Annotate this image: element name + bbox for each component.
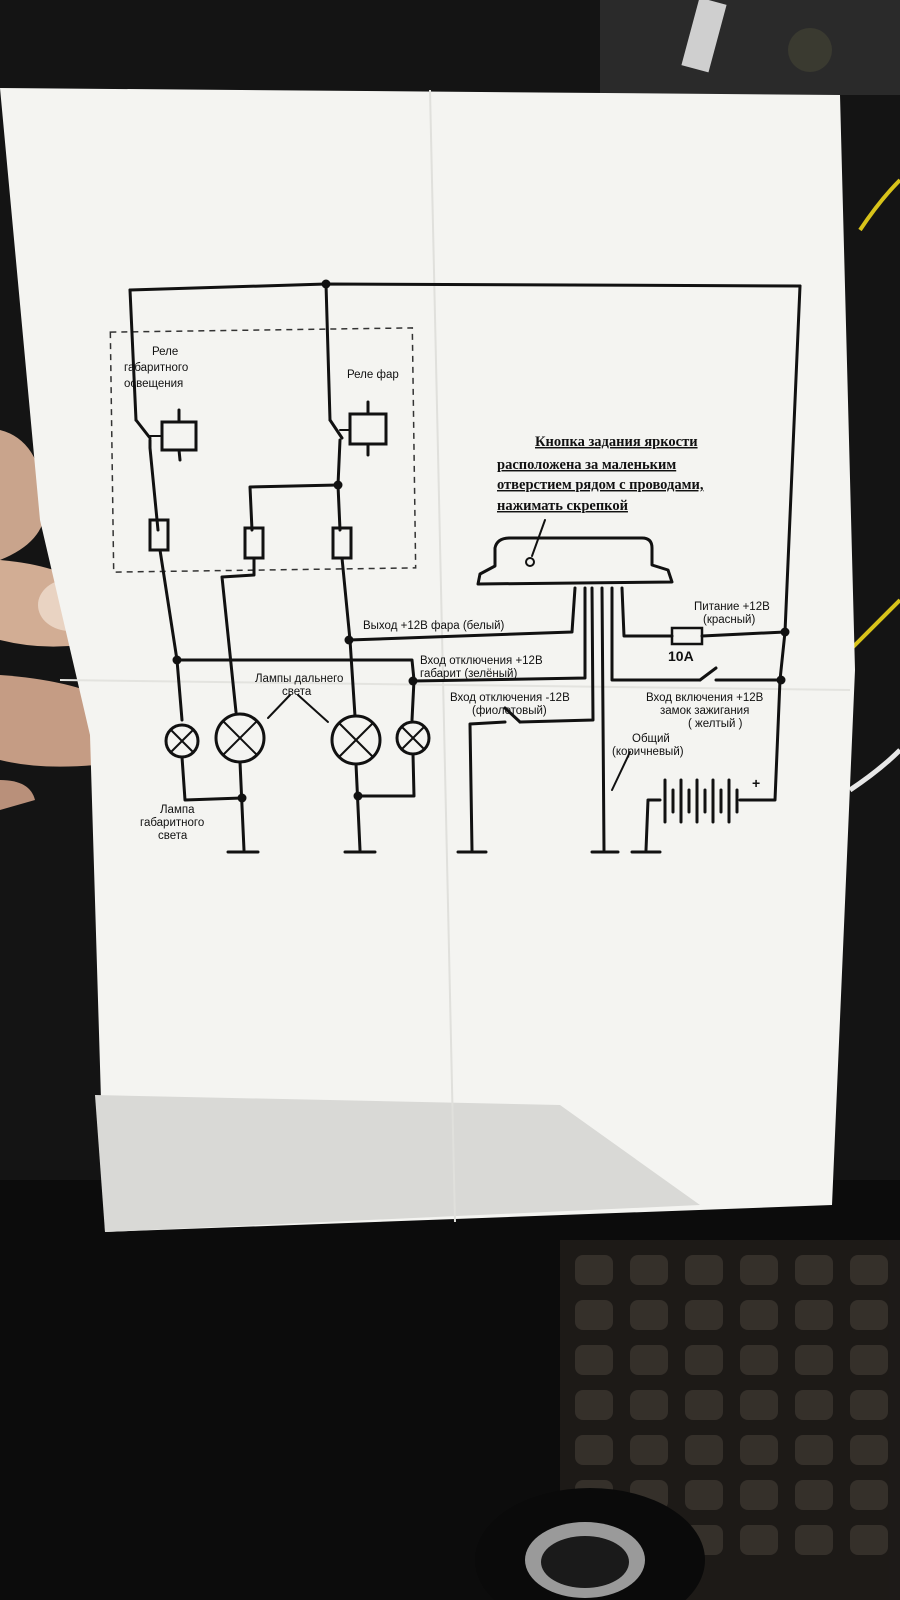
wiring xyxy=(109,279,802,854)
parking-lamp-label-3: света xyxy=(158,830,188,842)
lamp-parking-right xyxy=(395,720,431,756)
button-note-line2: расположена за маленьким xyxy=(497,457,676,473)
power-label-2: (красный) xyxy=(703,614,755,626)
lamp-high-beam-left xyxy=(214,712,266,764)
brightness-button-hole[interactable] xyxy=(525,557,535,567)
headlight-output-label: Выход +12В фара (белый) xyxy=(363,620,505,632)
relay-headlight-label: Реле фар xyxy=(347,369,399,381)
parking-off-label-1: Вход отключения +12В xyxy=(420,655,543,667)
paper-sheet xyxy=(0,88,855,1232)
button-note-line3: отверстием рядом с проводами, xyxy=(497,477,704,493)
ignition-label-3: ( желтый ) xyxy=(688,718,743,730)
high-beam-lamps-label-2: света xyxy=(282,686,312,698)
button-note-line1: Кнопка задания яркости xyxy=(535,434,698,450)
ignition-label-1: Вход включения +12В xyxy=(646,692,764,704)
relay-box-outline xyxy=(109,327,417,573)
paper-shadow xyxy=(95,1095,700,1232)
tape-roll xyxy=(475,1488,705,1600)
high-beam-lamps-label-1: Лампы дальнего xyxy=(255,673,343,685)
parking-off-label-2: габарит (зелёный) xyxy=(420,668,517,680)
relay-parking-label: Реле габаритного освещения xyxy=(124,346,191,390)
lamp-high-beam-right xyxy=(330,714,382,766)
ignition-label-2: замок зажигания xyxy=(660,705,749,717)
labels: Реле габаритного освещения Реле фар Кноп… xyxy=(124,346,770,842)
off-minus-label-1: Вход отключения -12В xyxy=(450,692,570,704)
battery xyxy=(630,778,772,854)
fuse-rating-label: 10A xyxy=(668,648,694,664)
parking-lamp-label-1: Лампа xyxy=(160,804,195,816)
power-label-1: Питание +12В xyxy=(694,601,770,613)
parking-lamp-label-2: габаритного xyxy=(140,817,204,829)
off-minus-label-2: (фиолетовый) xyxy=(472,705,547,717)
lamp-parking-left xyxy=(164,723,200,759)
common-label-1: Общий xyxy=(632,733,670,745)
button-note-line4: нажимать скрепкой xyxy=(497,498,628,514)
controller-module xyxy=(476,536,674,586)
dashboard-panel xyxy=(600,0,900,95)
battery-plus-label: + xyxy=(752,775,760,791)
common-label-2: (коричневый) xyxy=(612,746,684,758)
